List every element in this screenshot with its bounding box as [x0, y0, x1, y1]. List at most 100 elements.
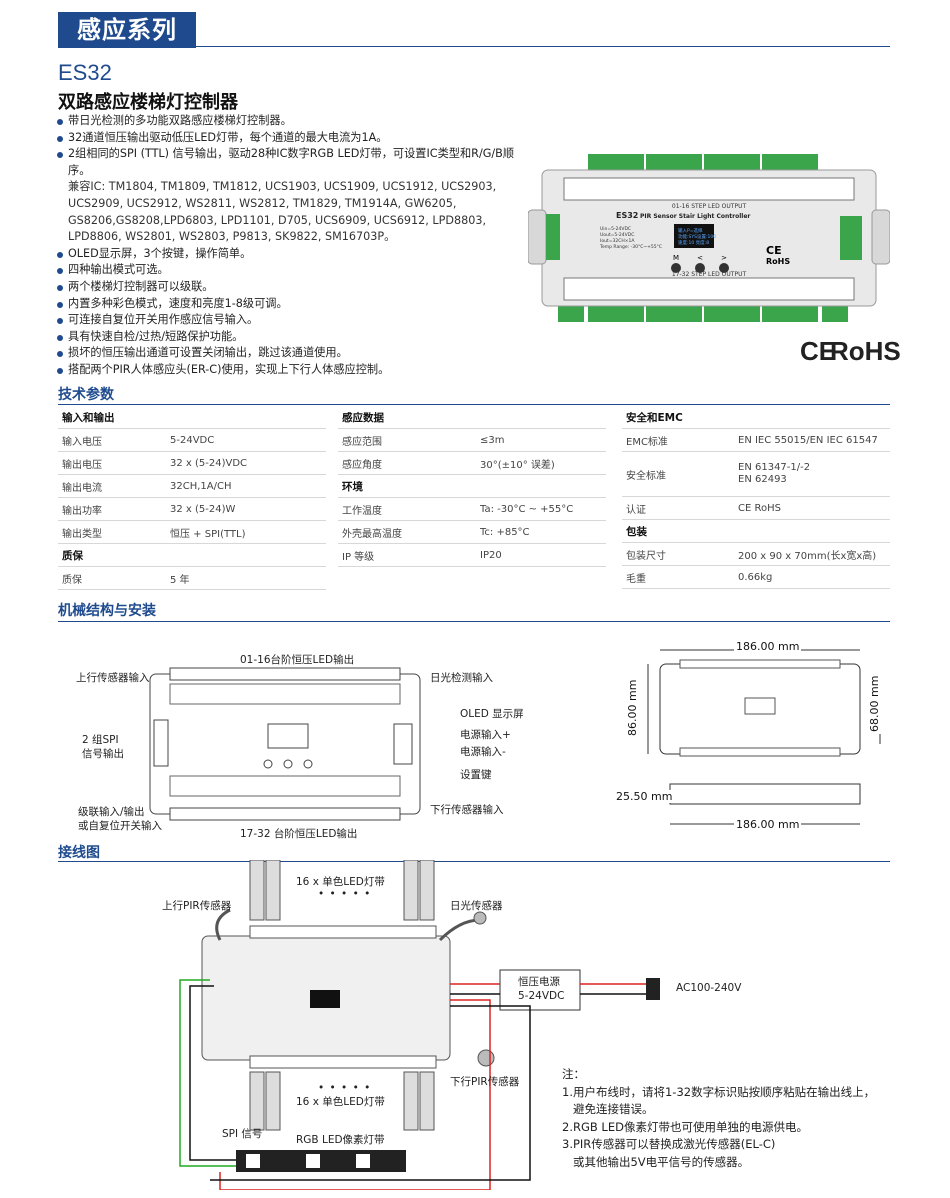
- wiring-top-strips: 16 x 单色LED灯带: [296, 876, 385, 888]
- button-m: [671, 263, 681, 273]
- spec-line: Temp Range: -30°C~+55°C: [599, 244, 662, 250]
- device-name: PIR Sensor Stair Light Controller: [640, 213, 750, 220]
- wiring-psu-voltage: 5-24VDC: [518, 990, 565, 1002]
- device-rohs-mark: RoHS: [766, 257, 790, 266]
- dim-height-left: 86.00 mm: [626, 677, 639, 738]
- spec-value: 30°(±10° 误差): [476, 451, 606, 475]
- oled-screen: [674, 224, 714, 248]
- wiring-bottom-strips: 16 x 单色LED灯带: [296, 1096, 385, 1108]
- bottom-terminal-row: [558, 306, 848, 322]
- mech-section-title: 机械结构与安装: [58, 603, 156, 619]
- spec-key: 输出电压: [58, 451, 166, 475]
- spec-header: 包装: [622, 519, 890, 543]
- device-photo: 01-16 STEP LED OUTPUT ES32 PIR Sensor St…: [528, 154, 890, 322]
- mech-label-pwr-plus: 电源输入+: [460, 729, 511, 741]
- wiring-rgb: RGB LED像素灯带: [296, 1134, 385, 1146]
- spec-value: 5-24VDC: [166, 428, 326, 452]
- ac-plug-icon: [646, 978, 660, 1000]
- ic-line: UCS2909, UCS2912, WS2811, WS2812, TM1829…: [68, 196, 457, 210]
- feature-item: 两个楼梯灯控制器可以级联。: [56, 279, 526, 296]
- feature-item: 内置多种彩色模式，速度和亮度1-8级可调。: [56, 296, 526, 313]
- psu-box: [499, 969, 581, 1011]
- spec-value: EN 61347-1/-2 EN 62493: [734, 451, 890, 497]
- notes-title: 注：: [562, 1067, 585, 1081]
- button-right: [719, 263, 729, 273]
- led-strip: [265, 1071, 281, 1131]
- spec-header: 质保: [58, 543, 326, 567]
- wiring-lux: 日光传感器: [450, 900, 503, 912]
- spec-line: Uout=5-24VDC: [600, 232, 634, 238]
- spec-key: 输出功率: [58, 497, 166, 521]
- spec-value: Tc: +85°C: [476, 520, 606, 544]
- wiring-notes: 注： 1.用户布线时，请将1-32数字标识贴按顺序粘贴在输出线上， 避免连接错误…: [562, 1066, 875, 1171]
- ic-compat-list: 兼容IC: TM1804, TM1809, TM1812, UCS1903, U…: [56, 179, 526, 245]
- led-strip: [249, 1071, 265, 1131]
- ic-line: GS8206,GS8208,LPD6803, LPD1101, D705, UC…: [68, 213, 487, 227]
- ic-line: 兼容IC: TM1804, TM1809, TM1812, UCS1903, U…: [68, 180, 497, 194]
- spec-value: 恒压 + SPI(TTL): [166, 520, 326, 544]
- led-strip: [249, 860, 265, 921]
- mech-label-up-sensor: 上行传感器输入: [76, 672, 150, 684]
- feature-item: 搭配两个PIR人体感应头(ER-C)使用，实现上下行人体感应控制。: [56, 362, 526, 379]
- mech-label-keys: 设置键: [460, 769, 492, 781]
- rohs-cert: RoHS: [830, 336, 901, 366]
- note-line: 3.PIR传感器可以替换成激光传感器(EL-C): [562, 1137, 776, 1151]
- spec-key: 感应角度: [338, 451, 476, 475]
- feature-item: OLED显示屏，3个按键，操作简单。: [56, 246, 526, 263]
- feature-item: 具有快速自检/过热/短路保护功能。: [56, 329, 526, 346]
- spec-header: 环境: [338, 474, 606, 498]
- button-label: >: [721, 254, 727, 262]
- device-ce-mark: CE: [766, 244, 782, 257]
- ce-cert: CE: [800, 336, 837, 366]
- spec-key: 工作温度: [338, 497, 476, 521]
- mech-label-spi2: 信号输出: [82, 748, 124, 760]
- mech-label-top-out: 01-16台阶恒压LED输出: [240, 654, 355, 666]
- led-strip: [403, 1071, 419, 1131]
- spec-header: 感应数据: [338, 406, 606, 429]
- spec-key: 输入电压: [58, 428, 166, 452]
- ic-line: LPD8806, WS2801, WS2803, P9813, SK9822, …: [68, 230, 396, 244]
- spec-value: 200 x 90 x 70mm(长x宽x高): [734, 542, 890, 566]
- spec-line: Uin=5-24VDC: [600, 226, 631, 232]
- mech-label-oled: OLED 显示屏: [460, 708, 524, 720]
- spec-key: 包装尺寸: [622, 542, 734, 566]
- feature-item: 损坏的恒压输出通道可设置关闭输出，跳过该通道使用。: [56, 345, 526, 362]
- oled-line: 输入P=选择: [678, 227, 703, 234]
- led-strip: [265, 860, 281, 921]
- spec-value: 5 年: [166, 566, 326, 590]
- spec-value: 32CH,1A/CH: [166, 474, 326, 498]
- spec-key: IP 等级: [338, 543, 476, 567]
- wiring-section-title: 接线图: [58, 845, 100, 861]
- banner-rule: [196, 46, 890, 47]
- spec-line: Iout=32CH×1A: [600, 238, 635, 244]
- tech-rule: [58, 404, 890, 405]
- dim-width-top: 186.00 mm: [734, 640, 802, 653]
- spec-value: ≤3m: [476, 428, 606, 452]
- led-strip: [403, 860, 419, 921]
- feature-item: 可连接自复位开关用作感应信号输入。: [56, 312, 526, 329]
- spec-value: 0.66kg: [734, 565, 890, 589]
- feature-list: 带日光检测的多功能双路感应楼梯灯控制器。 32通道恒压输出驱动低压LED灯带，每…: [56, 113, 526, 379]
- mech-label-pwr-minus: 电源输入-: [460, 746, 506, 758]
- feature-item: 四种输出模式可选。: [56, 262, 526, 279]
- model-name: ES32: [58, 60, 112, 85]
- spec-key: 认证: [622, 496, 734, 520]
- wiring-top-dots: • • • • •: [318, 888, 372, 900]
- button-left: [695, 263, 705, 273]
- power-terminal: [840, 216, 862, 260]
- wiring-spi: SPI 信号: [222, 1128, 263, 1140]
- mech-label-lux: 日光检测输入: [430, 672, 493, 684]
- pir-sensor-icon: [477, 1049, 495, 1067]
- led-strip: [419, 1071, 435, 1131]
- wiring-diagram: [179, 860, 660, 1190]
- note-line: 避免连接错误。: [562, 1102, 654, 1116]
- wiring-ac: AC100-240V: [676, 982, 742, 994]
- spec-value: 32 x (5-24)VDC: [166, 451, 326, 475]
- feature-item: 2组相同的SPI (TTL) 信号输出，驱动28种IC数字RGB LED灯带，可…: [56, 146, 526, 179]
- spec-value: Ta: -30°C ~ +55°C: [476, 497, 606, 521]
- dim-height-right: 68.00 mm: [868, 673, 881, 734]
- spec-value: CE RoHS: [734, 496, 890, 520]
